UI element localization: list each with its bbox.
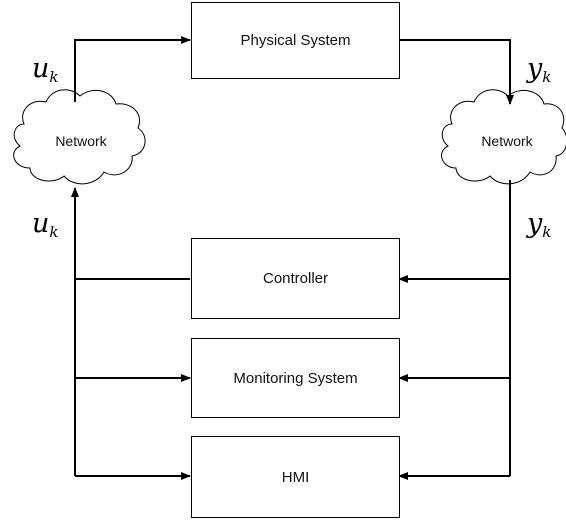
- controller-label: Controller: [262, 270, 329, 287]
- hmi-label: HMI: [281, 468, 310, 486]
- signal-u-top: uk: [32, 55, 58, 85]
- signal-y-bottom: yk: [527, 210, 551, 240]
- signal-u-bottom-sub: k: [49, 223, 59, 241]
- monitoring-system-block: Monitoring System: [191, 338, 400, 418]
- monitoring-system-label: Monitoring System: [233, 369, 358, 387]
- network-cloud-right: [441, 89, 566, 185]
- hmi-block: HMI: [191, 436, 400, 518]
- signal-u-bottom: uk: [32, 210, 58, 240]
- signal-u-bottom-base: u: [32, 208, 50, 239]
- signal-y-top: yk: [527, 55, 551, 85]
- signal-y-top-base: y: [527, 53, 543, 84]
- arrow-physical-system-to-network: [400, 39, 514, 105]
- arrow-network-to-physical-system: [74, 36, 191, 102]
- physical-system-block: Physical System: [191, 2, 400, 79]
- signal-u-top-sub: k: [49, 68, 59, 86]
- signal-y-top-sub: k: [542, 68, 552, 86]
- signal-u-top-base: u: [32, 53, 50, 84]
- network-label-right: Network: [481, 133, 533, 149]
- signal-y-bottom-sub: k: [542, 223, 552, 241]
- network-label-left: Network: [55, 133, 107, 149]
- controller-block: Controller: [191, 238, 400, 319]
- network-cloud-left: [13, 89, 146, 185]
- physical-system-label: Physical System: [240, 32, 351, 49]
- signal-y-bottom-base: y: [527, 208, 543, 239]
